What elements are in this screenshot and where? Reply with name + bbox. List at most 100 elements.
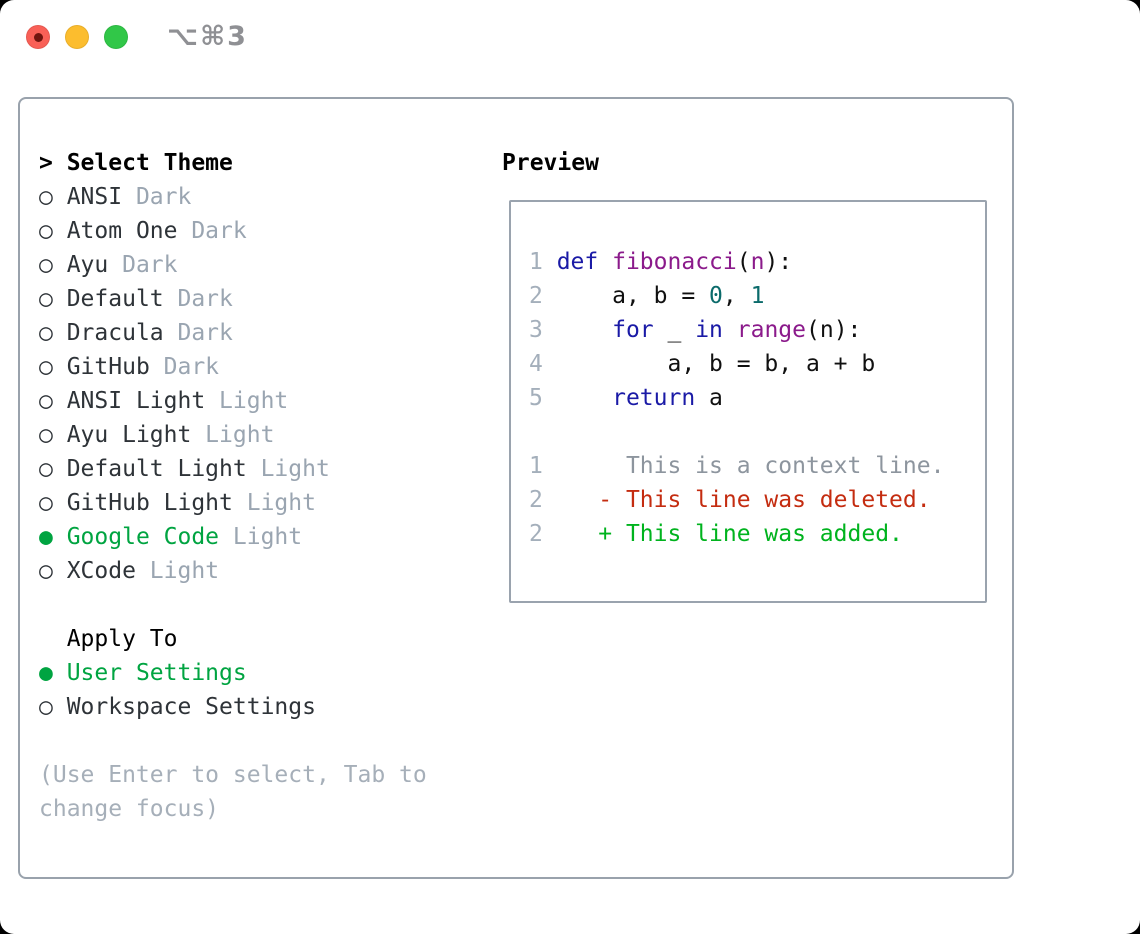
radio-icon: ○ <box>39 354 67 380</box>
select-theme-header: > Select Theme <box>39 146 441 180</box>
theme-name: Ayu Light <box>66 422 192 448</box>
code-token-nu: 0 <box>709 283 723 309</box>
spacer <box>39 588 441 622</box>
theme-item-dracula[interactable]: ○ Dracula Dark <box>39 316 441 350</box>
code-token-pl: , <box>722 283 751 309</box>
theme-item-github[interactable]: ○ GitHub Dark <box>39 350 441 384</box>
left-column: > Select Theme ○ ANSI Dark○ Atom One Dar… <box>39 146 441 826</box>
theme-name: Default <box>66 286 164 312</box>
code-token-fn: fibonacci <box>612 249 737 275</box>
line-number: 4 <box>529 351 557 377</box>
help-text: (Use Enter to select, Tab to change focu… <box>39 762 427 822</box>
theme-item-ansi[interactable]: ○ ANSI Dark <box>39 180 441 214</box>
apply-to-label: Apply To <box>66 626 178 652</box>
line-number: 5 <box>529 385 557 411</box>
theme-item-ansi-light[interactable]: ○ ANSI Light Light <box>39 384 441 418</box>
apply-option-label: User Settings <box>66 660 247 686</box>
theme-name: Atom One <box>66 218 178 244</box>
theme-name: GitHub <box>66 354 150 380</box>
radio-icon: ○ <box>39 490 67 516</box>
theme-variant-tag: Light <box>219 524 303 550</box>
code-line: 2 a, b = 0, 1 <box>529 279 985 313</box>
radio-icon: ○ <box>39 558 67 584</box>
code-token-pl <box>557 317 612 343</box>
code-token-del: - This line was deleted. <box>556 487 931 513</box>
line-number: 1 <box>529 453 557 479</box>
apply-option-user-settings[interactable]: ● User Settings <box>39 656 441 690</box>
code-token-pl: a, b = b, a + b <box>556 351 876 377</box>
code-line: 2 + This line was added. <box>529 517 985 551</box>
theme-name: Google Code <box>66 524 220 550</box>
theme-variant-tag: Dark <box>177 218 247 244</box>
focus-cursor-icon: > <box>39 150 67 176</box>
traffic-lights <box>26 25 128 49</box>
theme-item-google-code[interactable]: ● Google Code Light <box>39 520 441 554</box>
code-line: 5 return a <box>529 381 985 415</box>
theme-picker-panel: > Select Theme ○ ANSI Dark○ Atom One Dar… <box>18 97 1014 879</box>
theme-list: ○ ANSI Dark○ Atom One Dark○ Ayu Dark○ De… <box>39 180 441 588</box>
code-token-fn: range <box>736 317 806 343</box>
theme-variant-tag: Dark <box>122 184 192 210</box>
theme-variant-tag: Light <box>135 558 220 584</box>
theme-name: ANSI <box>66 184 123 210</box>
theme-item-ayu[interactable]: ○ Ayu Dark <box>39 248 441 282</box>
theme-name: GitHub Light <box>66 490 233 516</box>
close-button-icon[interactable] <box>26 25 50 49</box>
minimize-button-icon[interactable] <box>65 25 89 49</box>
theme-name: Ayu <box>66 252 109 278</box>
window-title: ⌥⌘3 <box>167 21 248 52</box>
radio-icon: ○ <box>39 456 67 482</box>
apply-to-options: ● User Settings○ Workspace Settings <box>39 656 441 724</box>
spacer <box>39 724 441 758</box>
radio-icon: ○ <box>39 422 67 448</box>
theme-variant-tag: Light <box>232 490 316 516</box>
code-line: 2 - This line was deleted. <box>529 483 985 517</box>
theme-variant-tag: Dark <box>163 286 233 312</box>
theme-name: Dracula <box>66 320 164 346</box>
code-token-pl: _ <box>653 317 696 343</box>
zoom-button-icon[interactable] <box>104 25 128 49</box>
code-token-kw: for <box>612 317 654 343</box>
line-number: 2 <box>529 283 557 309</box>
line-number: 3 <box>529 317 557 343</box>
theme-item-ayu-light[interactable]: ○ Ayu Light Light <box>39 418 441 452</box>
apply-option-workspace-settings[interactable]: ○ Workspace Settings <box>39 690 441 724</box>
code-token-kw: in <box>695 317 723 343</box>
radio-selected-icon: ● <box>39 524 67 550</box>
select-theme-label: Select Theme <box>66 150 233 176</box>
code-line <box>529 415 985 449</box>
line-number: 1 <box>529 249 557 275</box>
code-token-kw: return <box>612 385 696 411</box>
theme-variant-tag: Light <box>191 422 275 448</box>
code-line: 4 a, b = b, a + b <box>529 347 985 381</box>
theme-item-default-light[interactable]: ○ Default Light Light <box>39 452 441 486</box>
theme-variant-tag: Light <box>246 456 330 482</box>
radio-icon: ○ <box>39 252 67 278</box>
radio-icon: ○ <box>39 218 67 244</box>
code-token-kw: def <box>556 249 599 275</box>
code-token-pl <box>723 317 737 343</box>
code-token-pl <box>598 249 612 275</box>
code-token-pl <box>557 385 612 411</box>
code-token-pl: ): <box>764 249 793 275</box>
theme-variant-tag: Dark <box>163 320 233 346</box>
code-line: 1 def fibonacci(n): <box>529 245 985 279</box>
theme-variant-tag: Dark <box>108 252 178 278</box>
code-token-nu: 1 <box>750 283 765 309</box>
radio-selected-icon: ● <box>39 660 67 686</box>
radio-icon: ○ <box>39 286 67 312</box>
apply-option-label: Workspace Settings <box>66 694 316 720</box>
code-token-fn: n <box>750 249 765 275</box>
line-number: 2 <box>529 521 557 547</box>
theme-name: XCode <box>66 558 136 584</box>
code-token-add: + This line was added. <box>556 521 903 547</box>
theme-item-github-light[interactable]: ○ GitHub Light Light <box>39 486 441 520</box>
theme-item-default[interactable]: ○ Default Dark <box>39 282 441 316</box>
theme-variant-tag: Dark <box>149 354 220 380</box>
theme-item-xcode[interactable]: ○ XCode Light <box>39 554 441 588</box>
code-token-pl: a, b = <box>556 283 710 309</box>
theme-item-atom-one[interactable]: ○ Atom One Dark <box>39 214 441 248</box>
